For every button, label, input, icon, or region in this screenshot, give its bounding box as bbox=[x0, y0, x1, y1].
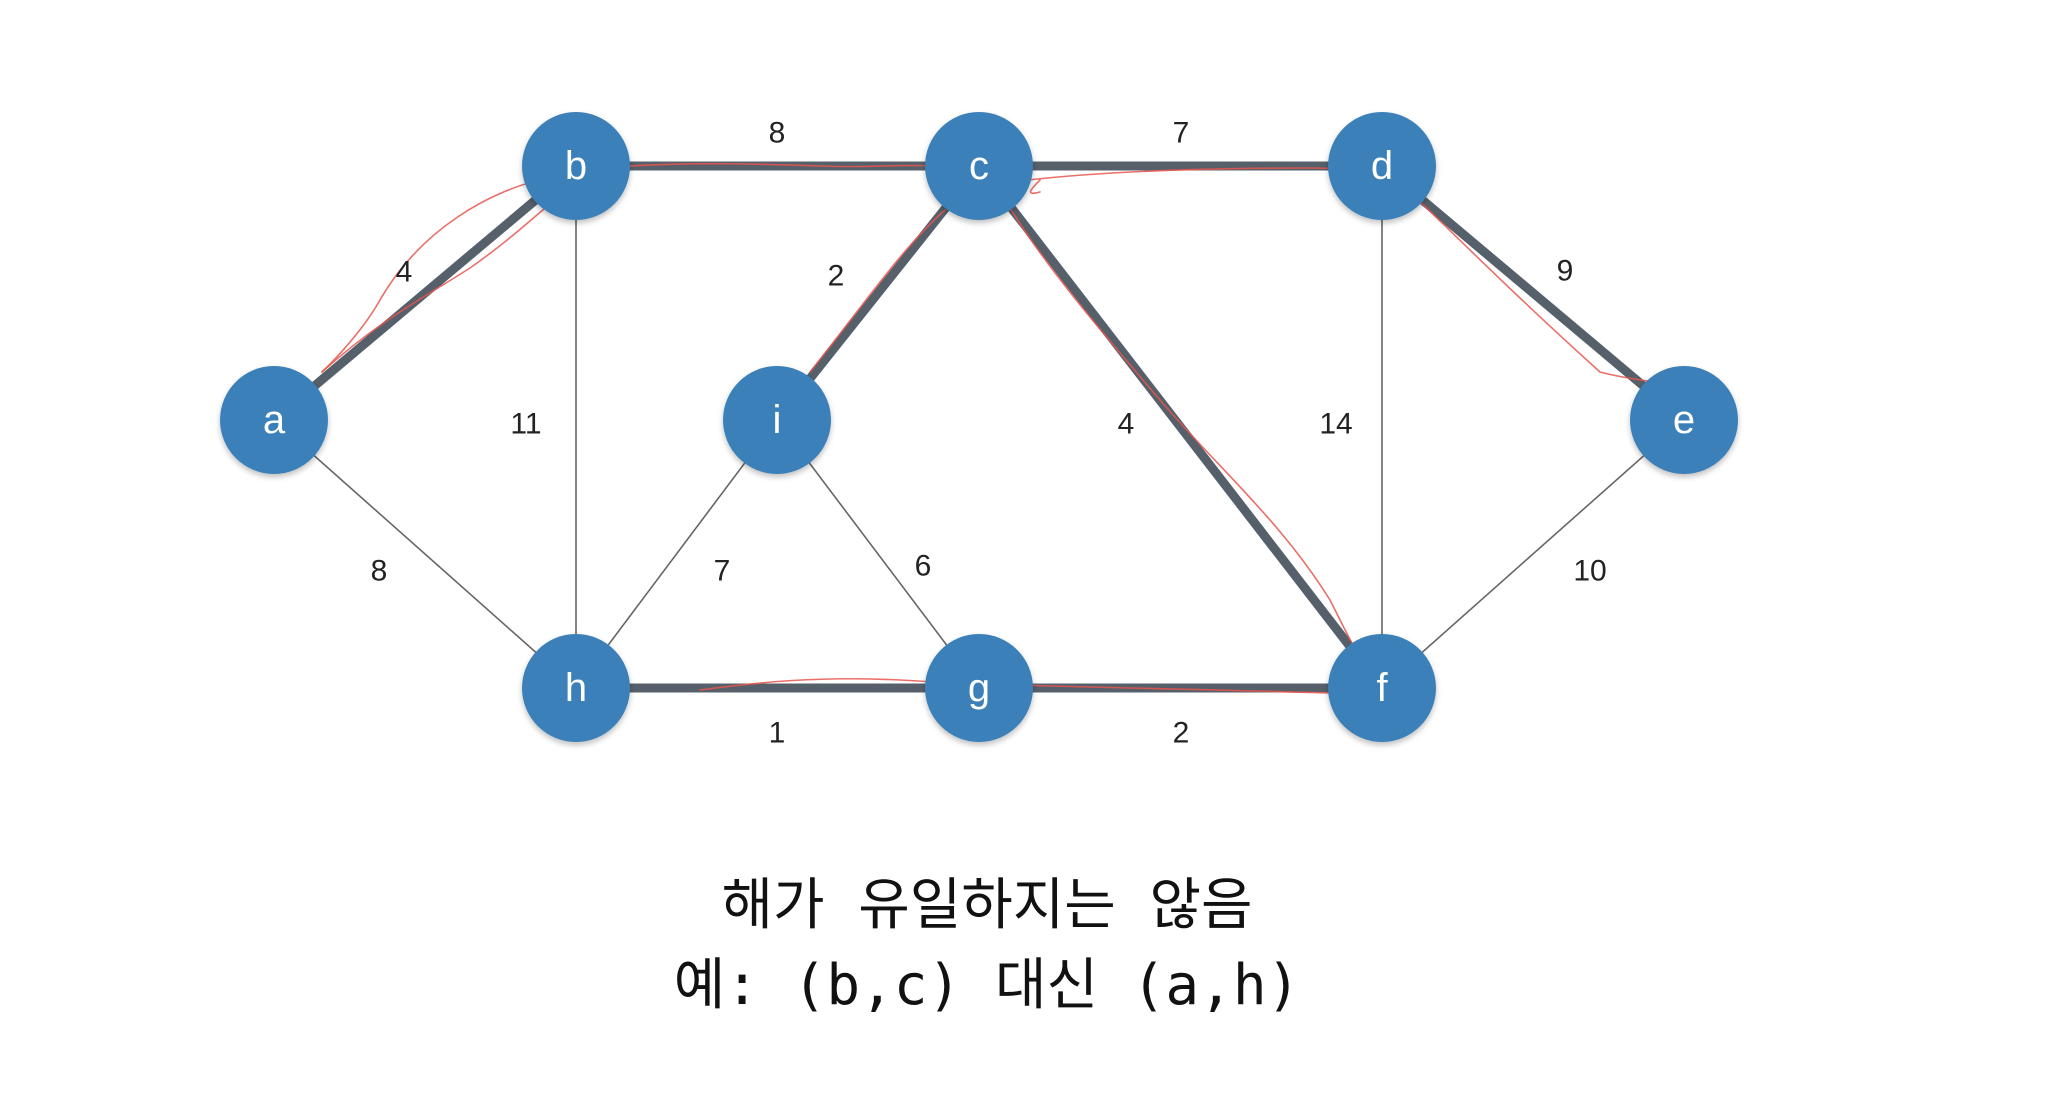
edge-e-f bbox=[1381, 419, 1685, 689]
edge-a-h bbox=[273, 419, 577, 689]
node-circle-h bbox=[522, 634, 630, 742]
edge-weight-d-f: 14 bbox=[1319, 408, 1352, 441]
node-label-i: i bbox=[773, 398, 782, 442]
mst-graph-diagram: 4 8 7 9 8 11 2 4 14 10 7 6 1 2 a b c d e f g h i bbox=[220, 112, 1738, 750]
edge-weight-b-h: 11 bbox=[510, 408, 541, 441]
node-label-a: a bbox=[263, 398, 286, 442]
node-circle-f bbox=[1328, 634, 1436, 742]
nodes-layer: a b c d e f g h i bbox=[220, 112, 1738, 742]
node-d: d bbox=[1328, 112, 1436, 220]
edge-weight-h-g: 1 bbox=[769, 717, 786, 750]
node-circle-c bbox=[925, 112, 1033, 220]
node-label-g: g bbox=[968, 666, 990, 710]
node-circle-g bbox=[925, 634, 1033, 742]
edge-weight-b-c: 8 bbox=[769, 117, 786, 150]
node-h: h bbox=[522, 634, 630, 742]
edge-weight-c-f: 4 bbox=[1118, 408, 1135, 441]
edge-a-b bbox=[269, 161, 581, 425]
edge-i-g bbox=[776, 419, 980, 689]
sketch-stroke-5 bbox=[1003, 197, 1373, 677]
edge-c-f bbox=[974, 161, 1387, 693]
node-g: g bbox=[925, 634, 1033, 742]
node-label-c: c bbox=[969, 144, 989, 188]
edge-h-i bbox=[575, 419, 778, 689]
edge-weights-layer: 4 8 7 9 8 11 2 4 14 10 7 6 1 2 bbox=[371, 117, 1607, 750]
edge-weight-c-d: 7 bbox=[1173, 117, 1190, 150]
node-circle-e bbox=[1630, 366, 1738, 474]
caption-line-1: 해가 유일하지는 않음 bbox=[721, 873, 1253, 938]
node-label-e: e bbox=[1673, 398, 1695, 442]
edge-weight-a-b: 4 bbox=[396, 256, 413, 289]
sketch-stroke-8 bbox=[1029, 179, 1041, 195]
caption-line-2: 예: (b,c) 대신 (a,h) bbox=[673, 953, 1301, 1018]
node-circle-i bbox=[723, 366, 831, 474]
node-a: a bbox=[220, 366, 328, 474]
sketch-stroke-2 bbox=[629, 162, 929, 168]
node-label-h: h bbox=[565, 666, 587, 710]
node-circle-a bbox=[220, 366, 328, 474]
node-label-d: d bbox=[1371, 144, 1393, 188]
node-circle-d bbox=[1328, 112, 1436, 220]
edge-weight-e-f: 10 bbox=[1573, 555, 1606, 588]
edges-layer bbox=[269, 161, 1689, 693]
sketch-stroke-0 bbox=[321, 177, 581, 373]
edge-weight-d-e: 9 bbox=[1557, 255, 1574, 288]
edge-d-e bbox=[1377, 161, 1689, 425]
node-circle-b bbox=[522, 112, 630, 220]
node-i: i bbox=[723, 366, 831, 474]
edge-weight-a-h: 8 bbox=[371, 555, 388, 588]
node-label-f: f bbox=[1376, 666, 1388, 710]
sketch-stroke-4 bbox=[1407, 189, 1669, 386]
node-b: b bbox=[522, 112, 630, 220]
node-label-b: b bbox=[565, 144, 587, 188]
edge-weight-g-f: 2 bbox=[1173, 717, 1190, 750]
edge-weight-h-i: 7 bbox=[714, 555, 731, 588]
node-c: c bbox=[925, 112, 1033, 220]
edge-c-i bbox=[772, 161, 984, 425]
node-f: f bbox=[1328, 634, 1436, 742]
sketch-stroke-7 bbox=[809, 209, 946, 373]
edge-weight-c-i: 2 bbox=[828, 260, 845, 293]
sketch-stroke-1 bbox=[321, 177, 549, 373]
edge-weight-i-g: 6 bbox=[915, 550, 932, 583]
node-e: e bbox=[1630, 366, 1738, 474]
